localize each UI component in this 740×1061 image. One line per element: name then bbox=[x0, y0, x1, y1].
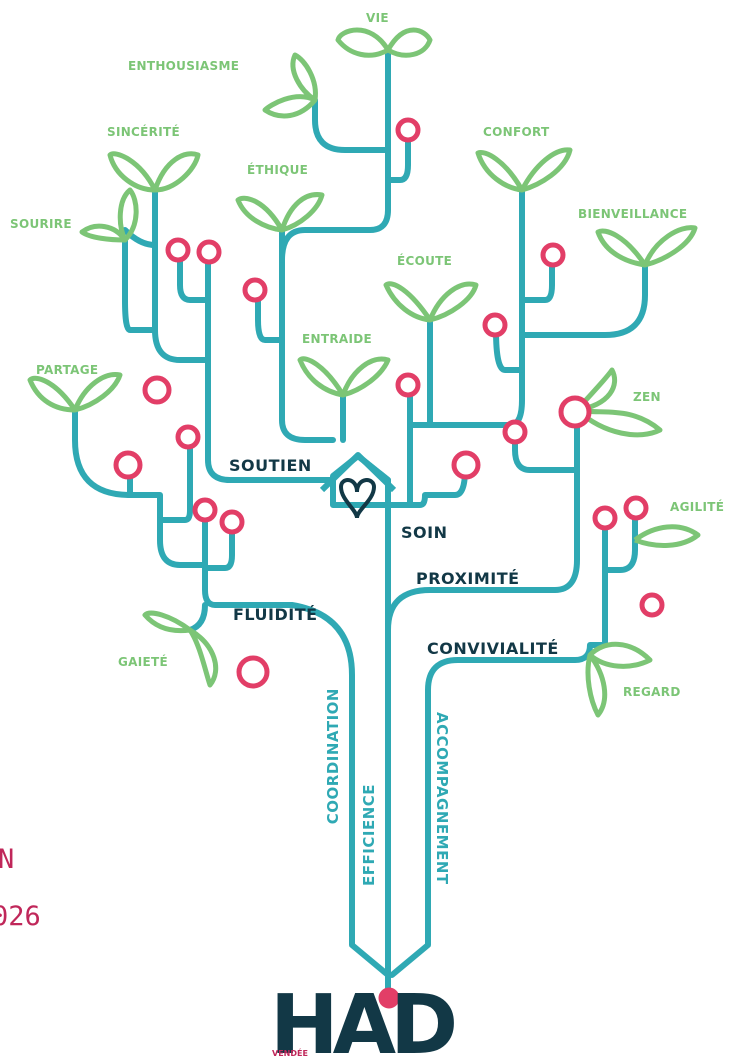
label-enthousiasme: ENTHOUSIASME bbox=[128, 59, 240, 73]
fruit bbox=[165, 237, 191, 263]
branch-ecoute-stem bbox=[407, 317, 433, 508]
branch-zen bbox=[512, 429, 580, 473]
label-vie: VIE bbox=[366, 11, 389, 25]
side-text-line-2: 026 bbox=[0, 901, 41, 932]
fruit bbox=[142, 375, 172, 405]
branch-soin bbox=[385, 467, 468, 508]
fruit bbox=[639, 592, 665, 618]
branch-proximite bbox=[385, 407, 580, 633]
label-proximite: PROXIMITÉ bbox=[416, 569, 520, 588]
fruit bbox=[192, 497, 218, 523]
branch-agilite bbox=[602, 507, 638, 573]
logo-subtitle: VENDÉE bbox=[272, 1049, 308, 1058]
leaf-regard bbox=[585, 641, 653, 718]
logo-wordmark: HAD bbox=[270, 978, 458, 1061]
fruit bbox=[502, 419, 528, 445]
leaf-vie bbox=[335, 27, 433, 58]
branch-sincerite-left bbox=[122, 237, 158, 333]
had-logo: HAD VENDÉE bbox=[270, 978, 458, 1061]
label-regard: REGARD bbox=[623, 685, 681, 699]
branch-center-left bbox=[279, 47, 391, 443]
label-fluidite: FLUIDITÉ bbox=[233, 605, 318, 624]
branch-gaiete bbox=[187, 602, 208, 633]
fruit bbox=[395, 117, 421, 143]
fruit-root bbox=[378, 987, 400, 1009]
leaf-gaiete bbox=[142, 610, 219, 688]
branch-sourire bbox=[122, 227, 158, 248]
label-ecoute: ÉCOUTE bbox=[397, 254, 453, 268]
fruit bbox=[623, 495, 649, 521]
branch-coordination bbox=[72, 407, 391, 978]
fruit bbox=[451, 450, 481, 480]
fruit bbox=[482, 312, 508, 338]
label-sincerite: SINCÉRITÉ bbox=[107, 125, 180, 139]
fruit bbox=[196, 239, 222, 265]
branch-fruit-left-1 bbox=[157, 435, 193, 523]
label-soin: SOIN bbox=[401, 523, 448, 542]
branch-fruit-left-2 bbox=[202, 517, 235, 571]
side-text-line-1: N bbox=[0, 844, 15, 875]
label-accompagnement: ACCOMPAGNEMENT bbox=[433, 712, 451, 885]
label-entraide: ENTRAIDE bbox=[302, 332, 372, 346]
label-soutien: SOUTIEN bbox=[229, 456, 312, 475]
branch-fruit-right-1 bbox=[519, 257, 555, 303]
house-icon bbox=[319, 452, 397, 493]
label-agilite: AGILITÉ bbox=[670, 500, 725, 514]
label-coordination: COORDINATION bbox=[324, 688, 342, 825]
leaf-confort bbox=[475, 147, 573, 193]
leaf-sincerite bbox=[107, 151, 201, 193]
branch-vie-fruit bbox=[385, 132, 411, 183]
label-partage: PARTAGE bbox=[36, 363, 99, 377]
branch-fruit-upper-left bbox=[177, 252, 211, 303]
leaf-entraide bbox=[297, 356, 391, 398]
label-sourire: SOURIRE bbox=[10, 217, 72, 231]
tree-leaves bbox=[27, 27, 701, 718]
leaf-agilite bbox=[633, 524, 701, 548]
branch-ecoute-right bbox=[427, 327, 525, 428]
fruit bbox=[592, 505, 618, 531]
fruit bbox=[175, 424, 201, 450]
tree-branches bbox=[72, 47, 648, 998]
fruit bbox=[395, 372, 421, 398]
label-confort: CONFORT bbox=[483, 125, 550, 139]
branch-soutien bbox=[205, 252, 336, 483]
label-bienveillance: BIENVEILLANCE bbox=[578, 207, 688, 221]
branch-accompagnement bbox=[389, 515, 608, 978]
tree-fruits bbox=[113, 117, 665, 1009]
fruit bbox=[558, 395, 592, 429]
leaf-enthousiasme bbox=[262, 52, 318, 119]
branch-fruit-ethique bbox=[255, 289, 285, 343]
branch-enthousiasme bbox=[312, 97, 391, 153]
leaf-bienveillance bbox=[595, 225, 698, 268]
leaf-ethique bbox=[235, 192, 325, 233]
fruit bbox=[219, 509, 245, 535]
branch-bienveillance bbox=[519, 262, 648, 338]
label-gaiete: GAIETÉ bbox=[118, 655, 168, 669]
label-convivialite: CONVIVIALITÉ bbox=[427, 639, 559, 658]
fruit bbox=[236, 655, 270, 689]
label-zen: ZEN bbox=[633, 390, 661, 404]
leaf-partage bbox=[27, 372, 123, 413]
label-ethique: ÉTHIQUE bbox=[247, 163, 309, 177]
fruit bbox=[113, 450, 143, 480]
leaf-ecoute bbox=[383, 281, 479, 323]
label-efficience: EFFICIENCE bbox=[360, 784, 378, 886]
fruit bbox=[540, 242, 566, 268]
heart-icon bbox=[338, 478, 377, 519]
leaf-sourire bbox=[79, 187, 139, 243]
fruit bbox=[242, 277, 268, 303]
